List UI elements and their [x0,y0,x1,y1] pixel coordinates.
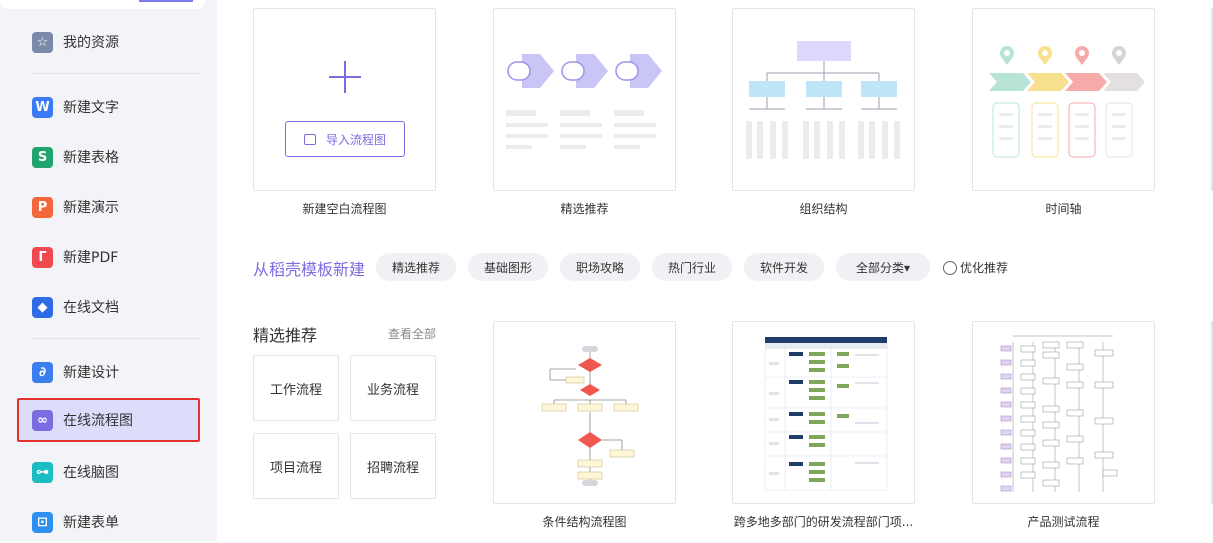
sidebar-item-new-presentation[interactable]: P 新建演示 [17,186,200,228]
optimize-label: 优化推荐 [960,261,1009,275]
sidebar-item-new-doc[interactable]: W 新建文字 [17,86,200,128]
sidebar-item-label: 在线脑图 [63,465,119,481]
chip-basic-shapes[interactable]: 基础图形 [468,253,548,281]
sidebar-item-new-form[interactable]: ⊡ 新建表单 [17,501,200,543]
sidebar-item-new-sheet[interactable]: S 新建表格 [17,136,200,178]
view-all-link[interactable]: 查看全部 [388,327,437,341]
cross-dept-thumbnail [764,337,888,491]
category-project-flow[interactable]: 项目流程 [253,433,339,499]
timeline-card[interactable] [972,8,1155,191]
sidebar-item-label: 新建设计 [63,365,119,381]
sidebar-tab-indicator [139,0,193,2]
sidebar-item-label: 新建PDF [63,250,119,266]
template-card-product-testing[interactable] [972,321,1155,504]
sidebar-item-label: 新建表单 [63,515,119,531]
sidebar-item-new-pdf[interactable]: ᒥ 新建PDF [17,236,200,278]
new-blank-flowchart-card[interactable]: 导入流程图 [253,8,436,191]
sidebar-item-online-flowchart[interactable]: ∞ 在线流程图 [17,398,200,442]
chip-all-categories[interactable]: 全部分类▾ [836,253,930,281]
sidebar-item-label: 新建演示 [63,200,119,216]
plus-icon [329,61,361,93]
sheet-icon: S [32,146,53,168]
conditional-flow-thumbnail [541,346,639,486]
template-card-cross-dept-rd[interactable] [732,321,915,504]
sidebar-item-label: 我的资源 [63,35,119,51]
pdf-icon: ᒥ [32,246,53,268]
card-caption: 跨多地多部门的研发流程部门项... [733,515,914,529]
template-card-conditional-flow[interactable] [493,321,676,504]
sidebar-item-label: 在线文档 [63,300,119,316]
optimize-recommend-toggle[interactable]: 优化推荐 [943,259,1008,276]
org-chart-thumbnail [746,41,900,159]
chip-featured[interactable]: 精选推荐 [376,253,456,281]
sidebar-top-panel [0,0,205,9]
word-icon: W [32,96,53,118]
card-caption: 产品测试流程 [1027,515,1100,529]
org-structure-card[interactable] [732,8,915,191]
divider [32,73,200,74]
category-work-flow[interactable]: 工作流程 [253,355,339,421]
next-card-edge [1211,321,1213,504]
sidebar-item-online-doc[interactable]: ◆ 在线文档 [17,286,200,328]
import-flowchart-button[interactable]: 导入流程图 [285,121,405,157]
flowchart-icon: ∞ [32,409,53,431]
presentation-icon: P [32,196,53,218]
sidebar-item-my-resources[interactable]: ☆ 我的资源 [17,21,200,63]
import-icon [303,133,316,145]
product-testing-thumbnail [1000,335,1118,492]
card-caption: 组织结构 [799,202,848,216]
design-icon: ∂ [32,361,53,383]
star-icon: ☆ [32,31,53,53]
featured-template-card[interactable] [493,8,676,191]
smile-icon [943,260,957,275]
chip-hot-industry[interactable]: 热门行业 [652,253,732,281]
card-caption: 条件结构流程图 [542,515,627,529]
chip-software-dev[interactable]: 软件开发 [744,253,824,281]
featured-title: 精选推荐 [253,326,318,345]
divider [32,338,200,339]
import-button-label: 导入流程图 [325,132,386,147]
card-caption: 精选推荐 [560,202,609,216]
form-icon: ⊡ [32,511,53,533]
sidebar-item-label: 新建表格 [63,150,119,166]
sidebar: ☆ 我的资源 W 新建文字 S 新建表格 P 新建演示 ᒥ 新建PDF ◆ 在线… [0,0,217,541]
card-caption: 新建空白流程图 [302,202,387,216]
sidebar-item-label: 新建文字 [63,100,119,116]
card-caption: 时间轴 [1045,202,1082,216]
mindmap-icon: ⊶ [32,461,53,483]
featured-thumbnail [506,54,662,149]
category-business-flow[interactable]: 业务流程 [350,355,436,421]
sidebar-item-online-mindmap[interactable]: ⊶ 在线脑图 [17,451,200,493]
category-recruitment-flow[interactable]: 招聘流程 [350,433,436,499]
chip-workplace[interactable]: 职场攻略 [560,253,640,281]
cloud-doc-icon: ◆ [32,296,53,318]
timeline-thumbnail [989,46,1145,158]
sidebar-item-new-design[interactable]: ∂ 新建设计 [17,351,200,393]
next-card-edge [1211,8,1213,191]
sidebar-item-label: 在线流程图 [63,413,133,429]
template-section-title: 从稻壳模板新建 [253,260,366,279]
